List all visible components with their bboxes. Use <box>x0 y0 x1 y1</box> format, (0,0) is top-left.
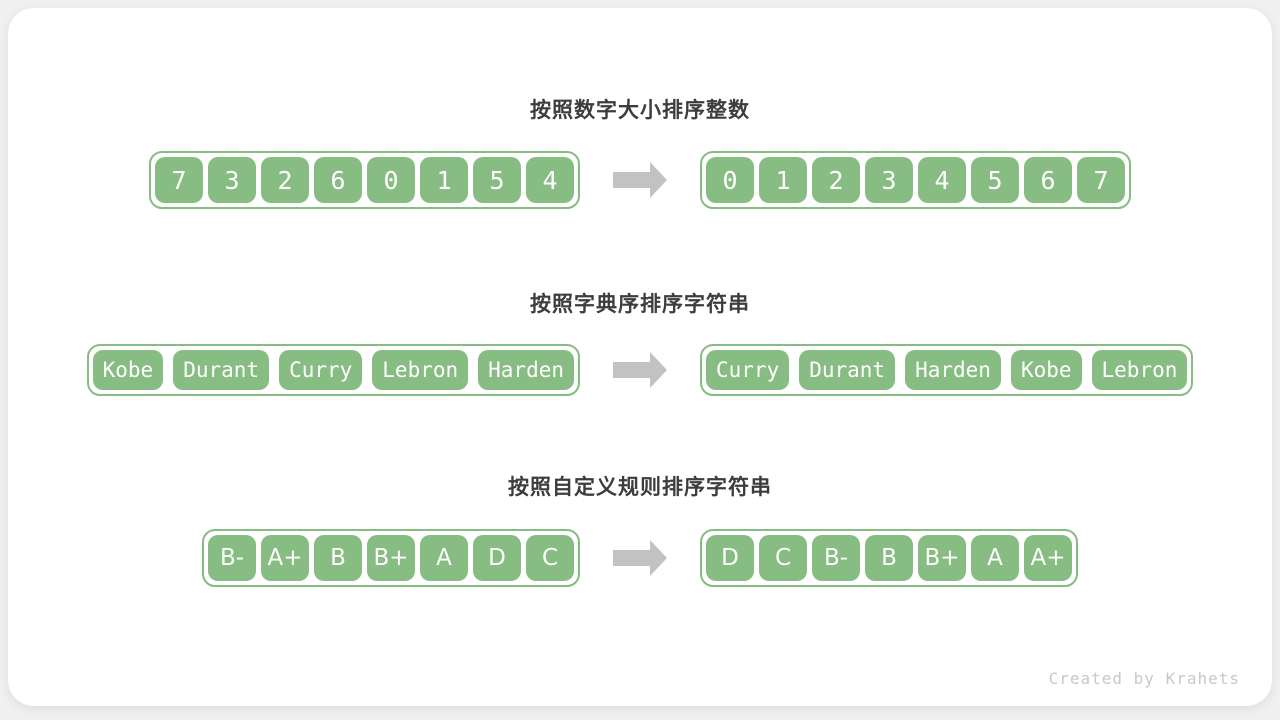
array-cell: 7 <box>1077 157 1125 203</box>
array-cell: 4 <box>526 157 574 203</box>
array-cell: 2 <box>261 157 309 203</box>
array-cell: Curry <box>706 350 790 390</box>
array-cell: B+ <box>918 535 966 581</box>
array-cell: 5 <box>473 157 521 203</box>
array-cell: B <box>314 535 362 581</box>
array-cell: Lebron <box>1091 350 1188 390</box>
section-title: 按照自定义规则排序字符串 <box>508 475 772 499</box>
array-cell: A <box>420 535 468 581</box>
array-cell: Curry <box>279 350 363 390</box>
right-arrow-icon <box>613 540 667 576</box>
array-cell: D <box>473 535 521 581</box>
array-cell: Durant <box>799 350 896 390</box>
array-cell: B <box>865 535 913 581</box>
array-cell: 1 <box>759 157 807 203</box>
array-cell: 6 <box>314 157 362 203</box>
array-cell: B- <box>812 535 860 581</box>
array-cell: 3 <box>865 157 913 203</box>
array-cell: C <box>759 535 807 581</box>
array-cell: 4 <box>918 157 966 203</box>
array-cell: 3 <box>208 157 256 203</box>
arrow-wrap <box>613 351 667 389</box>
array-cell: Harden <box>478 350 574 390</box>
array-cell: 7 <box>155 157 203 203</box>
arrow-wrap <box>613 539 667 577</box>
array-cell: Harden <box>905 350 1001 390</box>
array-cell: 0 <box>706 157 754 203</box>
array-cell: Durant <box>173 350 270 390</box>
array-cell: 1 <box>420 157 468 203</box>
watermark-credit: Created by Krahets <box>1048 669 1240 688</box>
section-title: 按照字典序排序字符串 <box>530 292 750 316</box>
array-cell: Lebron <box>372 350 469 390</box>
array-cell: A+ <box>1024 535 1072 581</box>
arrow-wrap <box>613 161 667 199</box>
right-arrow-icon <box>613 162 667 198</box>
section-title: 按照数字大小排序整数 <box>530 98 750 122</box>
array-cell: 6 <box>1024 157 1072 203</box>
array-cell: 5 <box>971 157 1019 203</box>
array-cell: B- <box>208 535 256 581</box>
array-cell: Kobe <box>1010 350 1082 390</box>
array-cell: B+ <box>367 535 415 581</box>
array-cell: 0 <box>367 157 415 203</box>
array-cell: A <box>971 535 1019 581</box>
array-cell: Kobe <box>92 350 164 390</box>
array-cell: C <box>526 535 574 581</box>
array-cell: A+ <box>261 535 309 581</box>
array-cell: D <box>706 535 754 581</box>
array-cell: 2 <box>812 157 860 203</box>
right-arrow-icon <box>613 352 667 388</box>
